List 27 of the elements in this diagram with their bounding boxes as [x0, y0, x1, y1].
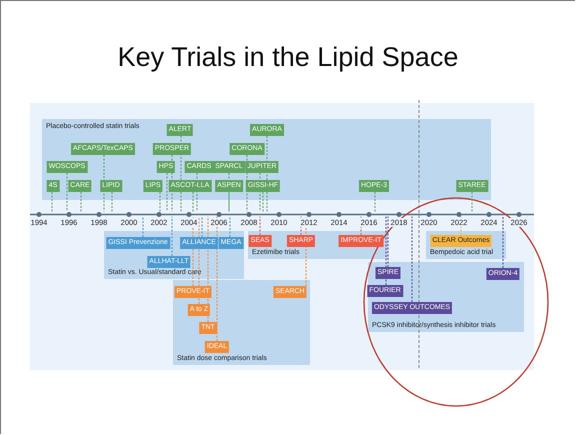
leader-line: [192, 192, 194, 212]
group-band: [104, 231, 244, 279]
leader-line: [266, 136, 268, 212]
leader-line: [374, 192, 376, 212]
leader-line: [300, 216, 302, 236]
leader-line: [66, 172, 68, 212]
leader-line: [180, 136, 182, 212]
leader-line: [460, 216, 462, 236]
group-band: [42, 119, 491, 200]
leader-line: [196, 172, 198, 212]
leader-line: [216, 216, 218, 342]
timeline-axis: [30, 212, 534, 216]
slide-title: Key Trials in the Lipid Space: [116, 42, 460, 73]
group-band: [426, 231, 506, 259]
leader-line: [192, 216, 194, 286]
group-band: [173, 280, 310, 365]
leader-line: [228, 172, 230, 212]
group-band: [368, 262, 524, 332]
leader-line: [166, 172, 168, 212]
leader-line: [142, 216, 144, 238]
group-band: [248, 231, 388, 259]
leader-line: [198, 216, 200, 304]
leader-line: [228, 192, 230, 212]
leader-line: [360, 216, 362, 236]
leader-line: [262, 192, 264, 212]
leader-line: [502, 216, 504, 268]
leader-line: [80, 192, 82, 212]
